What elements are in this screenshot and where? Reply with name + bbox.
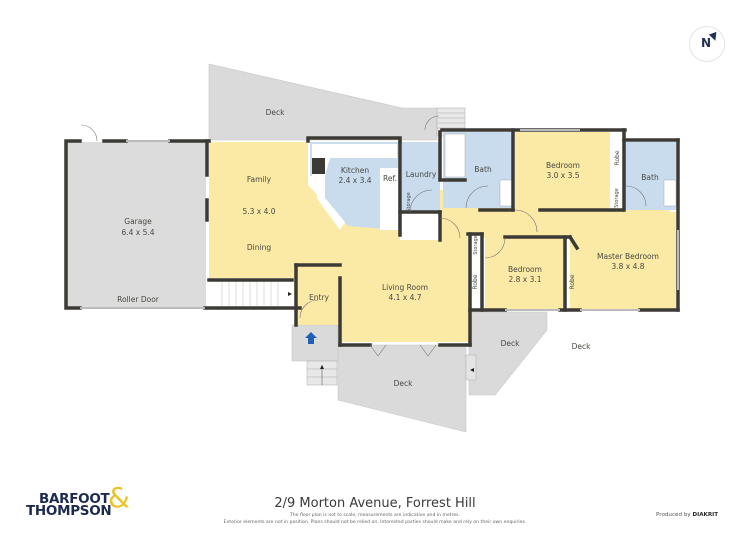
laundry-floor	[402, 142, 440, 212]
robe1-label: Robe	[614, 150, 621, 165]
entry-floor	[296, 278, 340, 325]
family-dining-floor	[209, 142, 470, 342]
bath2-label: Bath	[641, 173, 659, 182]
storage-bath2-label: Storage	[614, 188, 620, 208]
deck-east	[468, 311, 548, 396]
produced-prefix: Produced by	[656, 512, 691, 518]
brand-line1: BARFOOT	[39, 491, 110, 507]
kitchen-size: 2.4 x 3.4	[338, 176, 371, 185]
bedroom2-floor	[485, 238, 565, 310]
bedroom2-label: Bedroom	[508, 265, 542, 274]
robe1	[610, 140, 624, 184]
bath1-vanity	[499, 179, 513, 207]
deck-south	[337, 344, 467, 433]
robe-bed2-label: Robe	[472, 274, 479, 289]
garage-size: 6.4 x 5.4	[121, 228, 154, 237]
up-arrow-icon	[320, 365, 324, 369]
garage-label: Garage	[124, 217, 152, 226]
brand-logo: BARFOOT THOMPSON &	[26, 484, 130, 519]
kitchen-island	[380, 168, 398, 230]
deck-far-east-label: Deck	[572, 342, 592, 351]
laundry-storage-label: Storage	[406, 192, 412, 212]
living-room-size: 4.1 x 4.7	[388, 293, 421, 302]
brand-line2: THOMPSON	[26, 503, 112, 519]
disclaimer-line2: Exterior elements are not in position. P…	[223, 520, 527, 525]
address-title: 2/9 Morton Avenue, Forrest Hill	[274, 496, 476, 511]
deck-north	[208, 63, 438, 141]
north-arrow-icon	[708, 31, 720, 43]
floor-plan: Deck Garage 6.4 x 5.4 Roller Door Family…	[64, 63, 680, 433]
entrance-arrow-icon[interactable]	[305, 332, 317, 344]
entry-label: Entry	[309, 293, 330, 302]
master-bedroom-label: Master Bedroom	[597, 252, 659, 261]
master-floor	[570, 212, 676, 310]
master-bedroom-size: 3.8 x 4.8	[611, 262, 644, 271]
compass: N	[689, 26, 725, 62]
kitchen-counter	[312, 144, 397, 230]
right-arrow-icon	[288, 292, 292, 296]
bedroom1-size: 3.0 x 3.5	[546, 171, 579, 180]
bath2-vanity	[663, 179, 677, 207]
dining-label: Dining	[247, 243, 271, 252]
bedroom1-label: Bedroom	[546, 161, 580, 170]
bath1-label: Bath	[474, 165, 492, 174]
bedroom2-size: 2.8 x 3.1	[508, 275, 541, 284]
storage-bath2	[610, 186, 622, 210]
stairs-floor	[216, 281, 293, 306]
ref-label: Ref.	[383, 174, 397, 183]
left-arrow-icon	[470, 368, 474, 372]
deck-south-label: Deck	[394, 379, 414, 388]
north-label: N	[701, 36, 712, 50]
storage-bed2-label: Storage	[473, 235, 479, 255]
deck-east-label: Deck	[501, 339, 521, 348]
robe-master-label: Robe	[569, 274, 576, 289]
garage-floor	[66, 142, 206, 307]
disclaimer-line1: The floor plan is not to scale, measurem…	[289, 513, 461, 518]
bath1-shower	[444, 133, 466, 178]
family-size: 5.3 x 4.0	[242, 207, 275, 216]
porch	[291, 324, 339, 362]
deck-east-steps	[465, 354, 477, 381]
family-label: Family	[247, 175, 272, 184]
living-room-label: Living Room	[382, 283, 428, 292]
laundry-label: Laundry	[406, 170, 437, 179]
bedroom1-floor	[515, 132, 610, 210]
producer-brand: DIAKRIT	[692, 512, 719, 518]
roller-door-label: Roller Door	[117, 295, 160, 304]
cooktop	[312, 158, 325, 174]
kitchen-label: Kitchen	[341, 166, 369, 175]
deck-north-label: Deck	[266, 108, 286, 117]
produced-by: Produced by DIAKRIT	[656, 512, 718, 518]
